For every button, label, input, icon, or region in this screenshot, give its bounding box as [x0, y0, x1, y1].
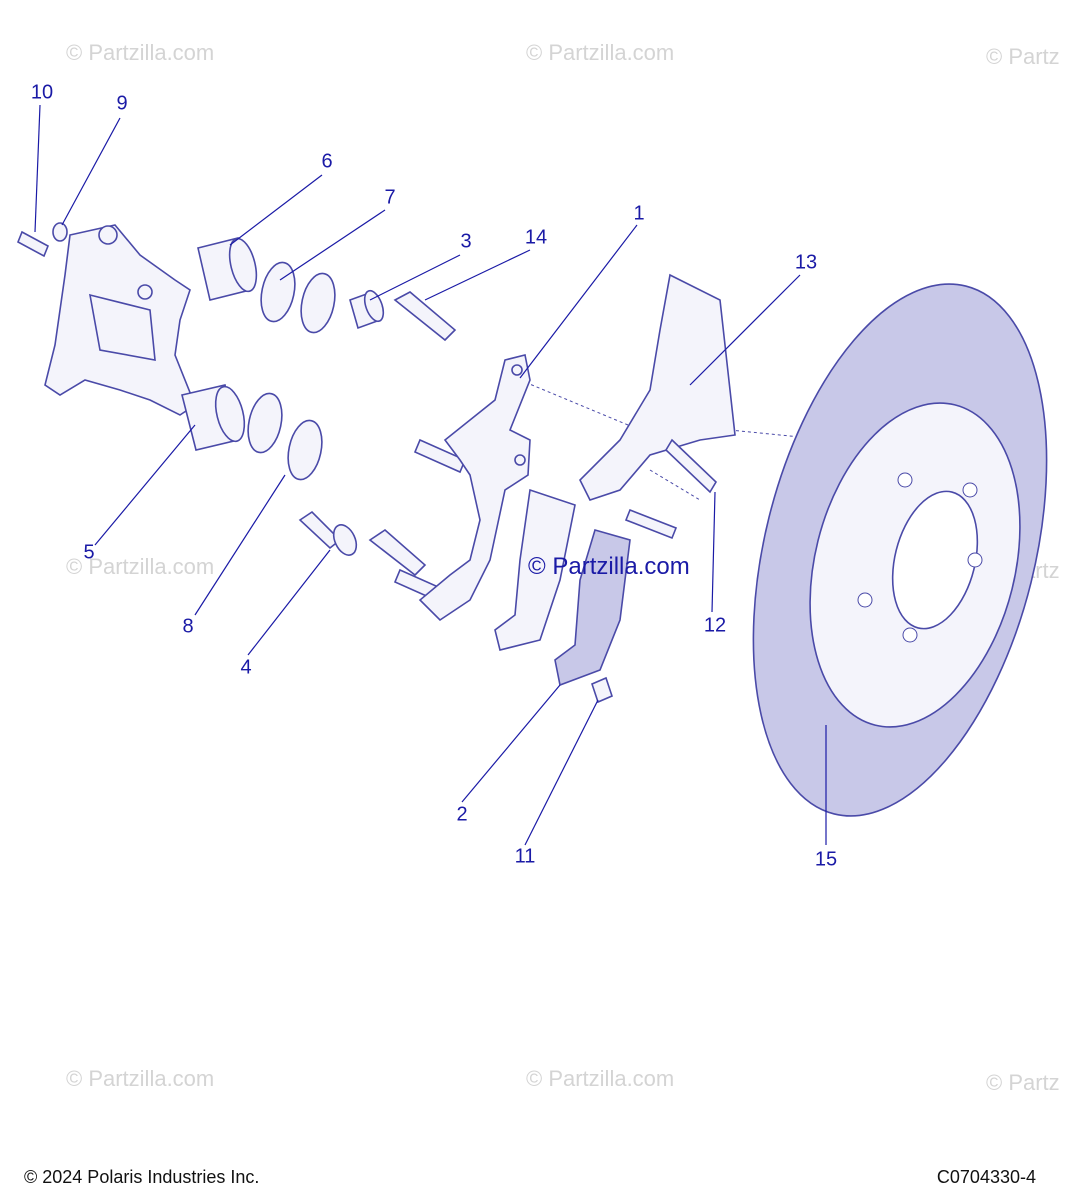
- callout-4: 4: [240, 656, 252, 679]
- watermark: © Partzilla.com: [526, 1066, 675, 1091]
- callout-15: 15: [814, 848, 838, 871]
- pin-bolts-upper: [393, 291, 467, 474]
- bleeder-screw: [16, 230, 50, 258]
- watermark: © Partzilla.com: [66, 554, 215, 579]
- callout-3: 3: [460, 230, 472, 253]
- piston-upper: [197, 237, 258, 301]
- watermark: © Partz: [986, 1070, 1060, 1095]
- bracket-bolts: [624, 438, 718, 540]
- bushing: [349, 289, 385, 330]
- callout-6: 6: [321, 150, 333, 173]
- diagram-code: C0704330-4: [936, 1167, 1036, 1187]
- center-watermark: © Partzilla.com: [528, 553, 690, 580]
- callout-5: 5: [83, 541, 95, 564]
- pad-bracket: [579, 273, 736, 501]
- callout-12: 12: [703, 614, 727, 637]
- watermark: © Partzilla.com: [66, 1066, 215, 1091]
- copyright-text: © 2024 Polaris Industries Inc.: [24, 1167, 260, 1187]
- watermark: © Partzilla.com: [66, 40, 215, 65]
- caliper-body: [44, 224, 196, 416]
- piston-seals: [247, 261, 336, 481]
- callout-1: 1: [633, 202, 645, 225]
- alignment-lines: [519, 379, 831, 501]
- watermark: © Partzilla.com: [526, 40, 675, 65]
- bleeder-cap: [52, 222, 68, 242]
- callout-14: 14: [524, 226, 548, 249]
- pad-retaining-bolt: [591, 676, 613, 704]
- callout-8: 8: [182, 615, 194, 638]
- piston-lower: [181, 384, 246, 451]
- callout-9: 9: [116, 92, 128, 115]
- callout-13: 13: [794, 251, 818, 274]
- pin-bushing-lower: [298, 510, 447, 604]
- callout-10: 10: [30, 81, 54, 104]
- brake-pad-inner: [494, 488, 576, 651]
- callout-11: 11: [514, 845, 536, 868]
- brake-rotor: [752, 283, 1048, 817]
- callout-2: 2: [456, 803, 468, 826]
- watermark: © Partz: [986, 44, 1060, 69]
- leader-lines: [34, 104, 827, 846]
- caliper-bracket: [418, 354, 531, 622]
- callout-7: 7: [384, 186, 396, 209]
